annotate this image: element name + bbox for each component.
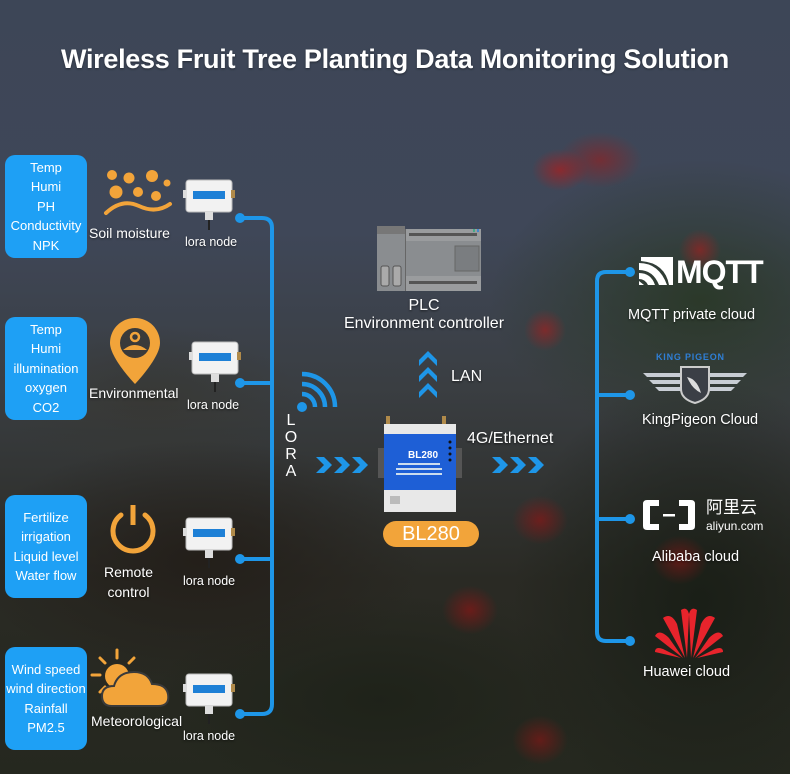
remote-control-label-line2: control <box>107 584 150 600</box>
svg-text:BL280: BL280 <box>408 450 438 461</box>
lora-node-label: lora node <box>185 235 238 249</box>
mqtt-logo-text: MQTT <box>676 254 764 290</box>
lora-node-device-1 <box>183 179 235 230</box>
lora-node-device-3 <box>183 517 235 568</box>
param-item: NPK <box>32 237 60 253</box>
param-item: wind direction <box>6 681 86 696</box>
meteorological-label: Meteorological <box>91 713 183 729</box>
param-item: illumination <box>13 360 79 376</box>
bl280-gateway-image: BL280 <box>378 416 462 512</box>
lora-letter: L <box>286 412 296 429</box>
param-item: Conductivity <box>10 218 82 234</box>
lora-node-device-2 <box>189 341 241 392</box>
mqtt-logo-icon <box>639 257 673 285</box>
plc-label-line2: Environment controller <box>343 315 505 332</box>
huawei-cloud-label: Huawei cloud <box>643 664 731 680</box>
king-pigeon-logo-text: KING PIGEON <box>656 352 725 362</box>
param-item: PM2.5 <box>27 720 65 735</box>
param-item: Humi <box>30 179 62 195</box>
param-item: irrigation <box>21 529 71 544</box>
param-item: oxygen <box>25 380 67 396</box>
soil-params-box: Temp Humi PH Conductivity NPK <box>5 155 87 258</box>
wifi-signal-icon <box>297 371 338 412</box>
param-item: Temp <box>30 321 62 337</box>
location-pin-icon <box>110 318 160 384</box>
lora-node-device-4 <box>183 673 235 724</box>
page-title: Wireless Fruit Tree Planting Data Monito… <box>61 44 729 74</box>
soil-moisture-icon <box>104 170 172 215</box>
param-item: CO2 <box>32 399 60 415</box>
king-pigeon-cloud-label: KingPigeon Cloud <box>642 412 759 428</box>
remote-params-box: Fertilize irrigation Liquid level Water … <box>5 495 87 598</box>
aliyun-logo-icon <box>643 500 695 530</box>
plc-device-image <box>377 226 481 291</box>
lora-vertical-label: L O R A <box>284 412 298 480</box>
param-item: Fertilize <box>23 509 69 525</box>
lora-node-label: lora node <box>183 574 236 588</box>
param-item: Water flow <box>15 568 77 583</box>
alibaba-cloud-label: Alibaba cloud <box>652 549 740 565</box>
param-item: Rainfall <box>24 700 68 716</box>
lora-letter: A <box>285 463 297 480</box>
lora-node-label: lora node <box>187 398 240 412</box>
environmental-params-box: Temp Humi illumination oxygen CO2 <box>5 317 87 420</box>
chevron-right-arrows-icon <box>316 457 368 473</box>
param-item: PH <box>36 198 56 214</box>
chevron-up-arrows-icon <box>419 351 437 398</box>
gateway-model-badge: BL280 <box>383 521 479 547</box>
lora-node-label: lora node <box>183 729 236 743</box>
king-pigeon-logo-icon <box>643 366 747 405</box>
weather-sun-cloud-icon <box>90 648 170 707</box>
plc-label: PLC Environment controller <box>334 297 514 333</box>
chevron-right-arrows-icon <box>492 457 544 473</box>
param-item: Humi <box>30 341 62 357</box>
soil-moisture-label: Soil moisture <box>89 225 170 241</box>
mqtt-cloud-label: MQTT private cloud <box>628 307 756 323</box>
remote-control-label-line1: Remote <box>104 564 154 580</box>
param-item: Temp <box>30 159 62 175</box>
param-item: Wind speed <box>11 661 81 677</box>
power-icon <box>110 505 156 554</box>
lora-letter: O <box>284 429 298 446</box>
lora-letter: R <box>285 446 297 463</box>
plc-label-line1: PLC <box>408 297 440 314</box>
lan-label: LAN <box>451 368 483 385</box>
meteorological-params-box: Wind speed wind direction Rainfall PM2.5 <box>5 647 87 750</box>
aliyun-logo-cn-text: 阿里云 <box>706 498 757 517</box>
uplink-label: 4G/Ethernet <box>467 430 554 447</box>
remote-control-label: Remote control <box>104 562 153 602</box>
aliyun-logo-text: aliyun.com <box>706 519 764 533</box>
param-item: Liquid level <box>13 548 79 564</box>
huawei-logo-icon <box>655 608 723 658</box>
environmental-label: Environmental <box>89 385 179 401</box>
